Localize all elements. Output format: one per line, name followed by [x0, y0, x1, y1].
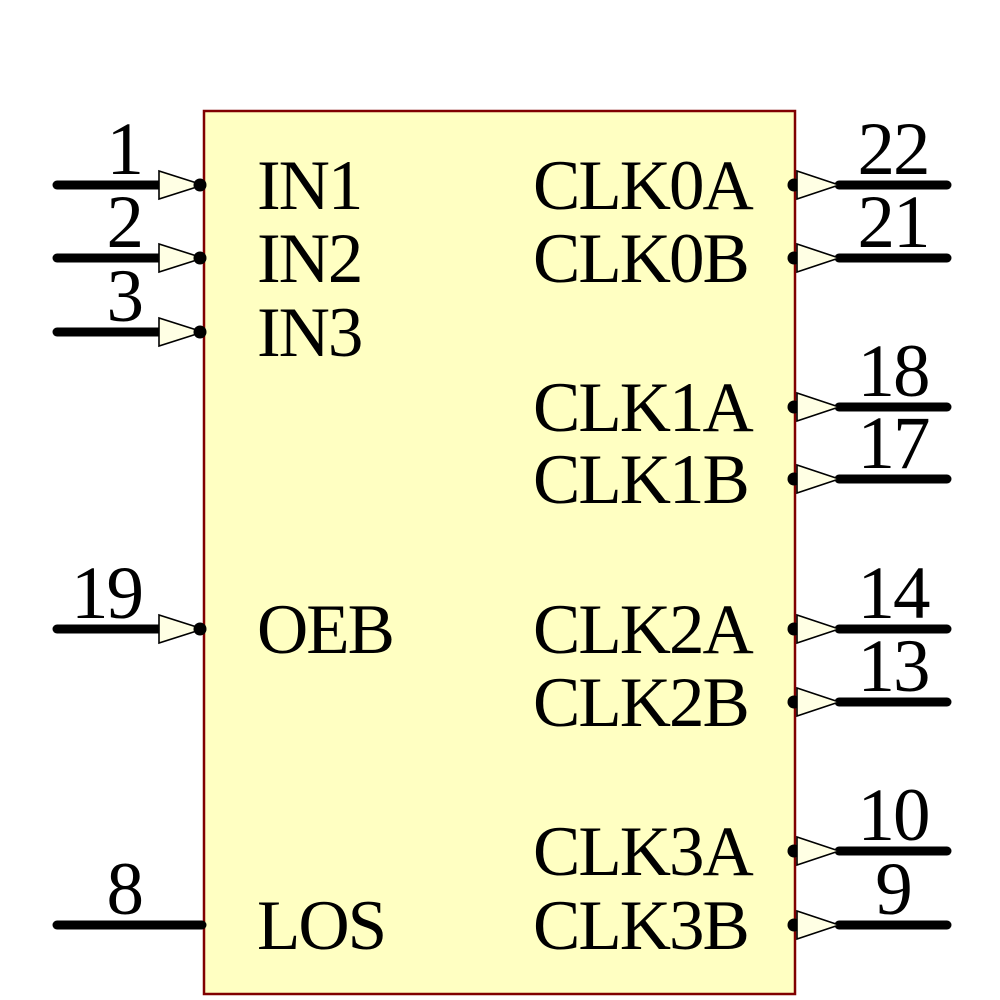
- pin-junction-dot: [193, 178, 207, 192]
- pin-number: 3: [107, 255, 143, 338]
- pin-number: 14: [858, 552, 931, 635]
- pin-arrowhead-icon: [796, 463, 842, 495]
- pin-junction-dot: [193, 622, 207, 636]
- pin-name-label: CLK3A: [533, 813, 754, 891]
- pin-name-label: OEB: [257, 591, 393, 669]
- pin-name-label: CLK3B: [533, 887, 748, 965]
- pin-name-label: CLK0B: [533, 220, 748, 298]
- pin-name-label: CLK2B: [533, 664, 748, 742]
- pin-name-label: CLK1B: [533, 441, 748, 519]
- ic-body: [202, 109, 797, 996]
- pin-arrowhead-icon: [158, 242, 206, 274]
- pin-18: 18 CLK1A: [533, 330, 952, 447]
- pin-name-label: CLK0A: [533, 147, 754, 225]
- pin-arrowhead-icon: [796, 169, 842, 201]
- pin-number: 10: [858, 774, 929, 857]
- pin-name-label: LOS: [257, 887, 385, 965]
- pin-17: 17 CLK1B: [533, 402, 952, 519]
- pin-arrowhead-icon: [796, 242, 842, 274]
- pin-arrowhead-icon: [158, 316, 206, 348]
- pin-junction-dot: [193, 251, 207, 265]
- pin-14: 14 CLK2A: [533, 552, 952, 669]
- pin-arrowhead-icon: [796, 686, 842, 718]
- pin-number: 8: [107, 848, 143, 931]
- pin-name-label: CLK1A: [533, 369, 754, 447]
- pin-2: 2 IN2: [52, 181, 363, 298]
- pin-number: 2: [107, 181, 143, 264]
- pin-10: 10 CLK3A: [533, 774, 952, 891]
- pin-arrowhead-icon: [796, 391, 842, 423]
- pin-3: 3 IN3: [52, 255, 363, 372]
- pin-21: 21 CLK0B: [533, 181, 952, 298]
- pin-number: 9: [875, 848, 911, 931]
- pin-name-label: CLK2A: [533, 591, 754, 669]
- pin-arrowhead-icon: [796, 909, 842, 941]
- pin-arrowhead-icon: [158, 169, 206, 201]
- pin-arrowhead-icon: [158, 613, 206, 645]
- pin-name-label: IN2: [257, 220, 361, 298]
- pin-22: 22 CLK0A: [533, 108, 952, 225]
- pin-name-label: IN3: [257, 294, 361, 372]
- pin-8: 8 LOS: [52, 848, 387, 965]
- pin-number: 21: [858, 181, 929, 264]
- pin-number: 19: [71, 552, 142, 635]
- pin-13: 13 CLK2B: [533, 625, 952, 742]
- pin-number: 1: [107, 108, 143, 191]
- pin-arrowhead-icon: [796, 835, 842, 867]
- pin-number: 18: [858, 330, 929, 413]
- pin-number: 13: [858, 625, 929, 708]
- pin-19: 19 OEB: [52, 552, 395, 669]
- pin-name-label: IN1: [257, 147, 361, 225]
- pin-9: 9 CLK3B: [533, 848, 952, 965]
- pin-number: 17: [858, 402, 930, 485]
- pin-number: 22: [858, 108, 929, 191]
- pin-junction-dot: [193, 325, 207, 339]
- pin-arrowhead-icon: [796, 613, 842, 645]
- pin-1: 1 IN1: [52, 108, 363, 225]
